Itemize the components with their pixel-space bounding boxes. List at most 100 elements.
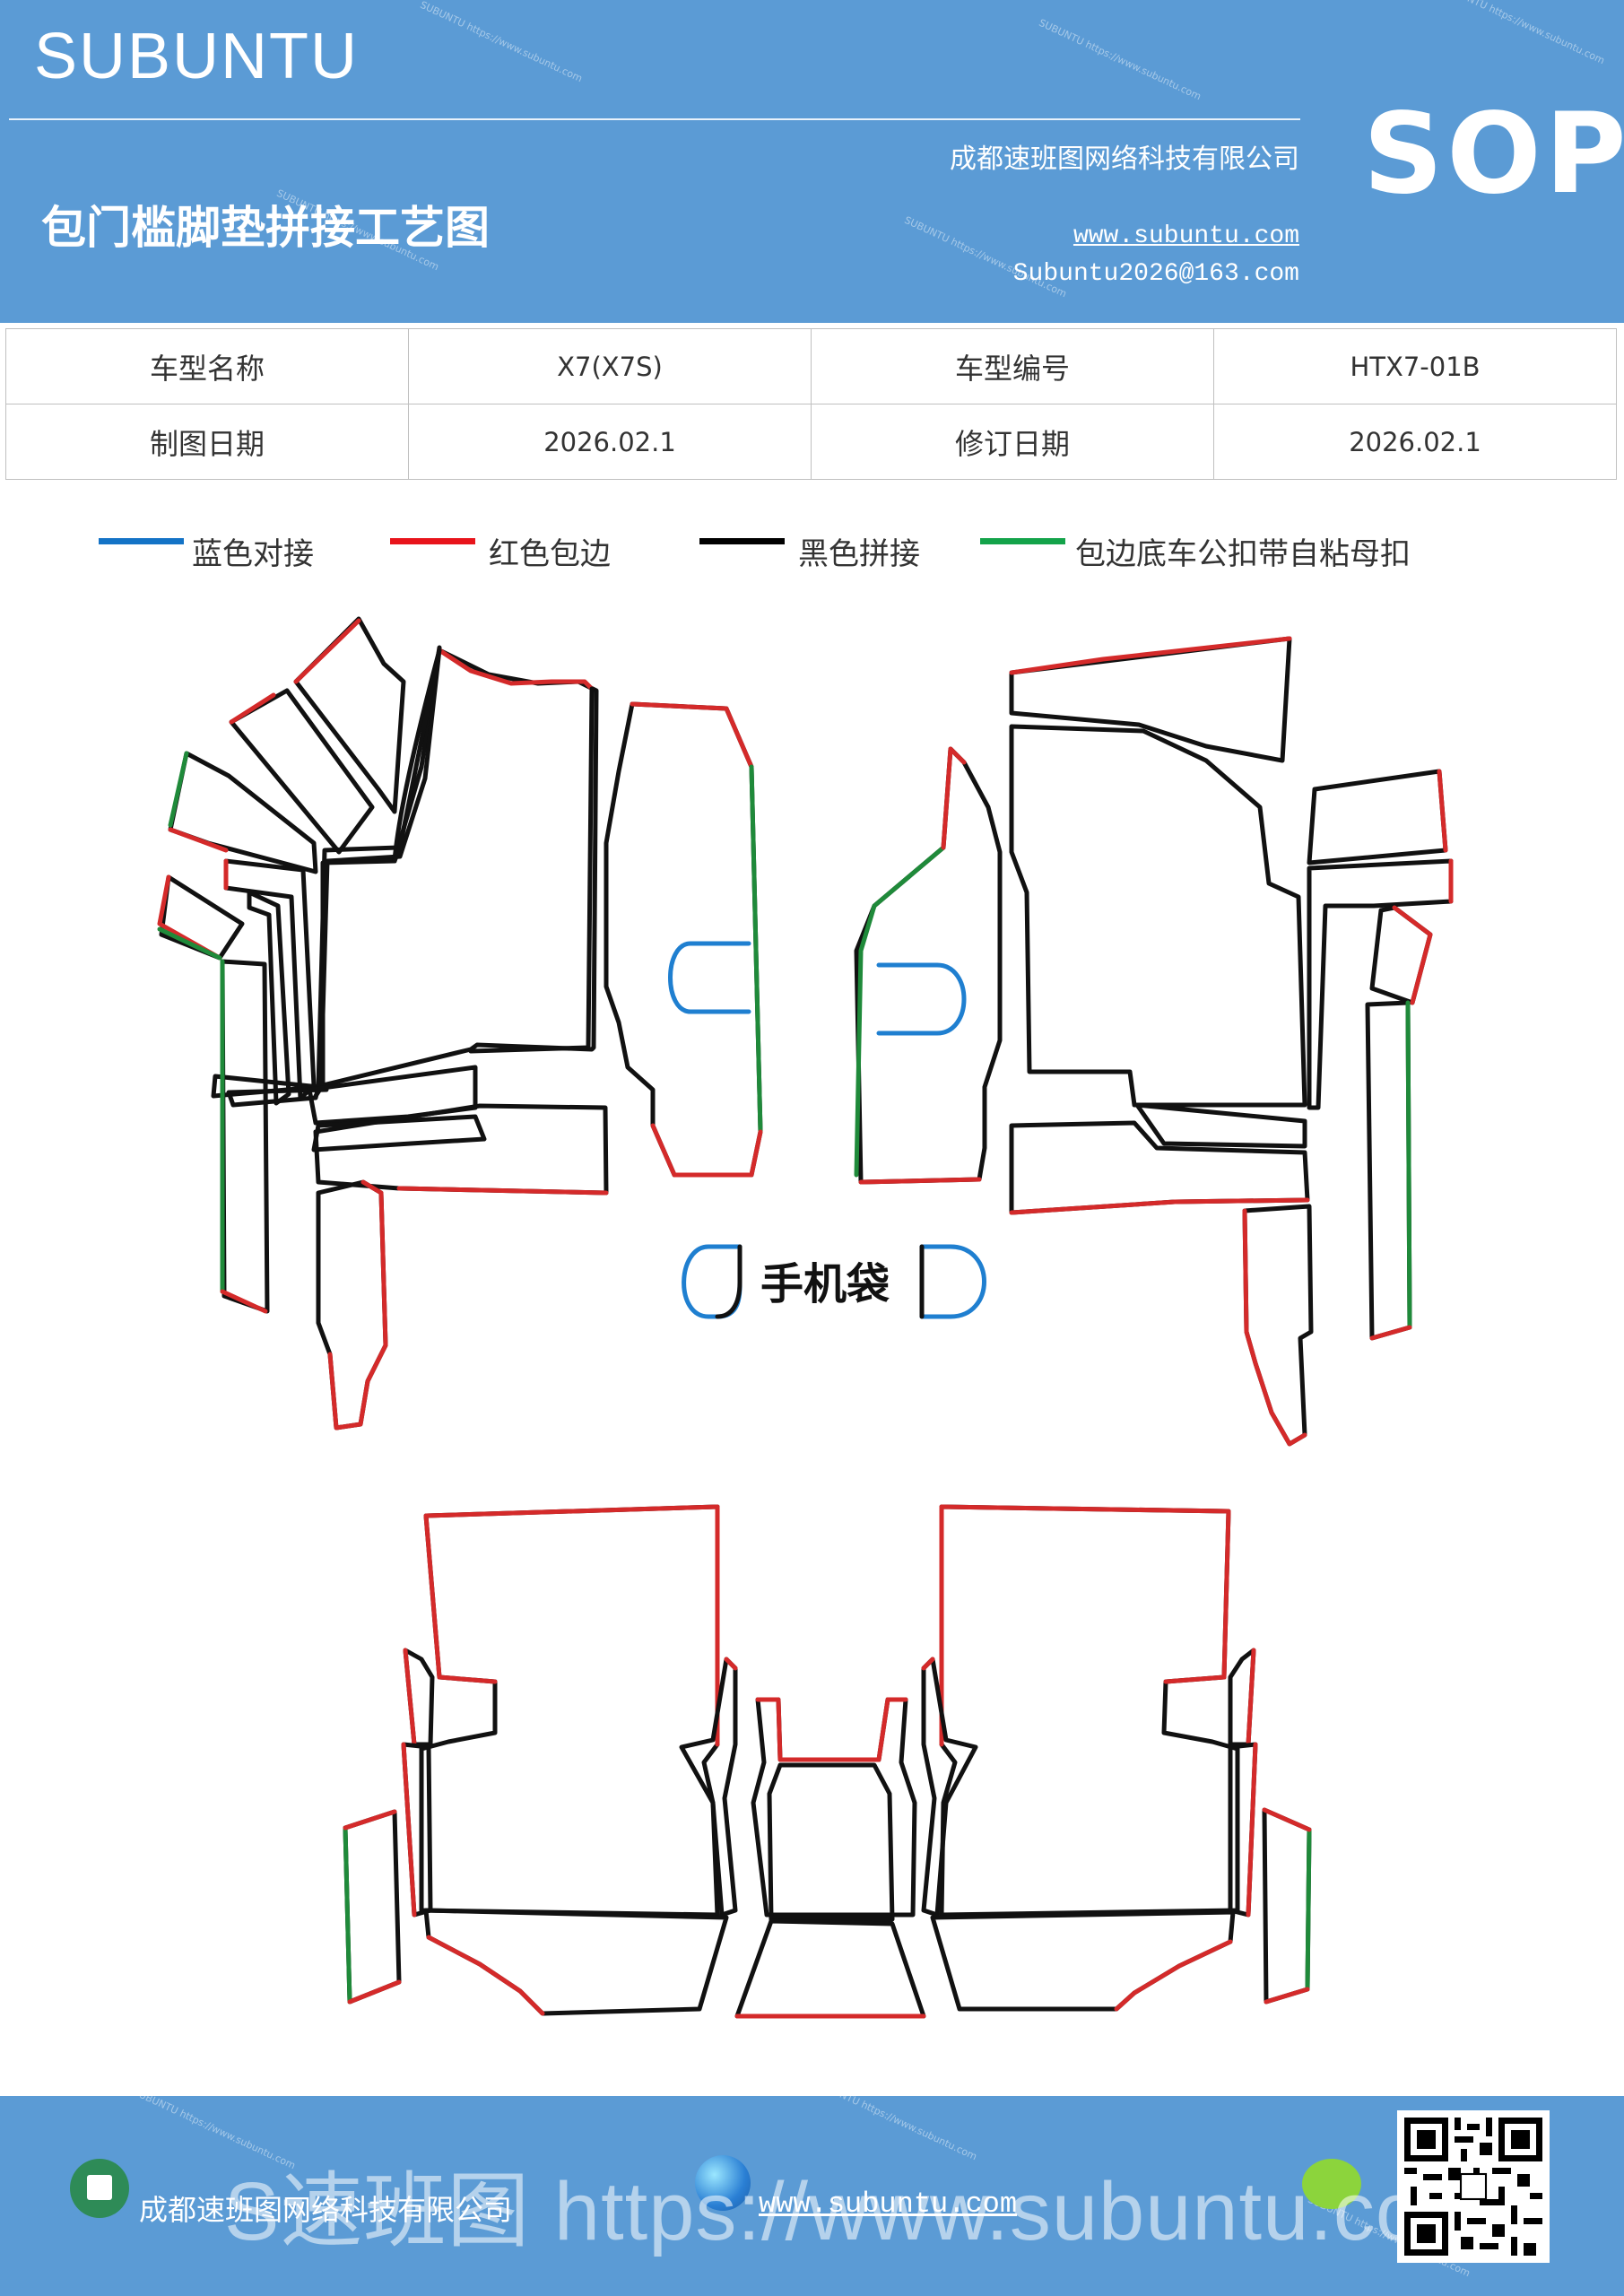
top-wedge-3-green <box>168 751 189 828</box>
top-wedge-1-red <box>293 618 361 684</box>
footer-company: 成都速班图网络科技有限公司 <box>139 2193 513 2227</box>
center-tunnel-bottom <box>734 1918 926 2019</box>
legend-swatch <box>99 538 184 544</box>
legend-label: 红色包边 <box>489 536 611 572</box>
table-row: 车型名称 X7(X7S) 车型编号 HTX7-01B <box>5 328 1617 404</box>
legend-swatch <box>390 538 475 544</box>
legend-label: 包边底车公扣带自粘母扣 <box>1075 536 1411 572</box>
header-divider <box>9 118 1300 120</box>
front-right-main-mat <box>1009 724 1307 1108</box>
rear-left-inner-notch-red <box>724 1657 738 1671</box>
front-right-door-sill-red <box>858 1177 982 1185</box>
lower-long-strip-red <box>327 1179 388 1431</box>
rear-left-side-strip-red <box>401 1742 417 1918</box>
legend-label: 黑色拼接 <box>798 536 920 572</box>
right-small-tab-red <box>1392 905 1433 1005</box>
main-mat-outline <box>320 648 599 1088</box>
qr-code[interactable] <box>1397 2110 1550 2263</box>
phone-pocket-label: 手机袋 <box>760 1259 890 1309</box>
sop-badge: SOP <box>1363 90 1624 219</box>
rear-mat-group <box>343 1504 1312 2019</box>
brand-name: SUBUNTU <box>34 21 360 92</box>
wechat-icon <box>1302 2159 1361 2209</box>
front-right-door-sill-green <box>854 845 946 1178</box>
right-small-tab <box>1369 905 1433 1005</box>
front-right-mat-group <box>854 636 1454 1447</box>
lower-long-strip <box>316 1179 388 1431</box>
watermark: SUBUNTU https://www.subuntu.com <box>1440 0 1607 67</box>
legend: 蓝色对接 红色包边 黑色拼接 包边底车公扣带自粘母扣 <box>0 529 1624 574</box>
rear-left-main-mat <box>419 1504 720 1918</box>
blue-join-right <box>876 962 967 1036</box>
right-lower-connector-red <box>1009 1197 1310 1215</box>
legend-label: 蓝色对接 <box>192 536 314 572</box>
right-upper-piece-2 <box>1307 858 1454 1110</box>
legend-swatch <box>699 538 785 544</box>
draw-date-value: 2026.02.1 <box>408 404 812 480</box>
right-upper-piece-1-red <box>1437 769 1448 853</box>
qr-code-pattern <box>1404 2118 1542 2256</box>
rear-left-small-piece-red <box>403 1648 417 1747</box>
right-lower-connector-2 <box>1134 1102 1307 1149</box>
rear-right-bottom-piece-red <box>1114 1939 1233 2012</box>
left-side-strip-red <box>220 1289 268 1314</box>
phone-pocket-left <box>682 1244 743 1319</box>
right-long-strip <box>1242 1204 1314 1447</box>
rear-left-outer-strip-green <box>343 1825 352 2005</box>
center-tunnel-inner <box>767 1762 895 1922</box>
rear-right-side-strip-red <box>1246 1742 1258 1918</box>
front-right-top-piece-red <box>1009 636 1292 675</box>
front-left-main-mat-black <box>226 647 442 1108</box>
front-left-door-sill <box>604 701 763 1178</box>
info-table: 车型名称 X7(X7S) 车型编号 HTX7-01B 制图日期 2026.02.… <box>5 328 1617 480</box>
draw-date-label: 制图日期 <box>5 404 409 480</box>
center-tunnel-top-red <box>755 1697 908 1762</box>
rear-left-outer-strip-red <box>343 1809 402 2005</box>
rear-right-inner-notch <box>921 1657 978 1918</box>
phone-pocket-left-black <box>715 1244 743 1319</box>
rear-left-main-mat-red <box>423 1504 720 1747</box>
rear-left-inner-notch <box>679 1657 738 1918</box>
footer-overlay-text: S速班图 https://www.subuntu.com <box>224 2166 1492 2257</box>
company-name: 成都速班图网络科技有限公司 <box>950 144 1299 175</box>
model-name-value: X7(X7S) <box>408 328 812 404</box>
rear-right-outer-strip-green <box>1305 1827 1312 1992</box>
footer-website-link[interactable]: www.subuntu.com <box>759 2187 1018 2221</box>
website-link[interactable]: www.subuntu.com <box>1073 222 1299 250</box>
front-left-mat-group <box>157 616 763 1431</box>
rear-left-bottom-piece-red <box>426 1935 545 2016</box>
rear-right-small-piece-red <box>1246 1648 1256 1747</box>
top-wedge-3 <box>168 751 318 874</box>
rear-right-main-mat-red <box>939 1504 1231 1747</box>
watermark: SUBUNTU https://www.subuntu.com <box>418 0 585 85</box>
front-right-door-sill-top <box>941 746 967 850</box>
top-wedge-1 <box>293 616 406 814</box>
top-wedge-2-red <box>229 692 276 725</box>
main-mat-top-edge <box>437 648 595 691</box>
door-sill-red-top <box>630 701 754 770</box>
lower-connector-1 <box>307 1065 478 1126</box>
small-tab-green <box>157 926 222 961</box>
rear-right-main-mat <box>939 1504 1240 1918</box>
right-upper-piece-1 <box>1307 769 1448 865</box>
rear-left-outer-strip <box>343 1809 402 2005</box>
top-wedge-3-red <box>168 827 229 853</box>
rear-right-outer-strip-red <box>1262 1807 1312 2005</box>
left-side-strip <box>220 959 270 1314</box>
globe-icon <box>695 2155 751 2211</box>
table-row: 制图日期 2026.02.1 修订日期 2026.02.1 <box>5 404 1617 480</box>
email-address[interactable]: Subuntu2026@163.com <box>1012 260 1299 288</box>
phone-pocket-right <box>919 1244 986 1319</box>
model-code-value: HTX7-01B <box>1213 328 1617 404</box>
inner-strip-2 <box>247 890 291 1106</box>
main-mat-black-edges <box>392 648 595 1054</box>
header-banner: SUBUNTU https://www.subuntu.com SUBUNTU … <box>0 0 1624 323</box>
top-wedge-2 <box>229 688 375 855</box>
rear-right-outer-strip <box>1262 1807 1312 2005</box>
revise-date-value: 2026.02.1 <box>1213 404 1617 480</box>
model-name-label: 车型名称 <box>5 328 409 404</box>
legend-swatch <box>980 538 1065 544</box>
right-side-strip-red <box>1369 1325 1412 1341</box>
right-side-strip-green <box>1405 1000 1412 1330</box>
building-icon <box>70 2159 129 2218</box>
